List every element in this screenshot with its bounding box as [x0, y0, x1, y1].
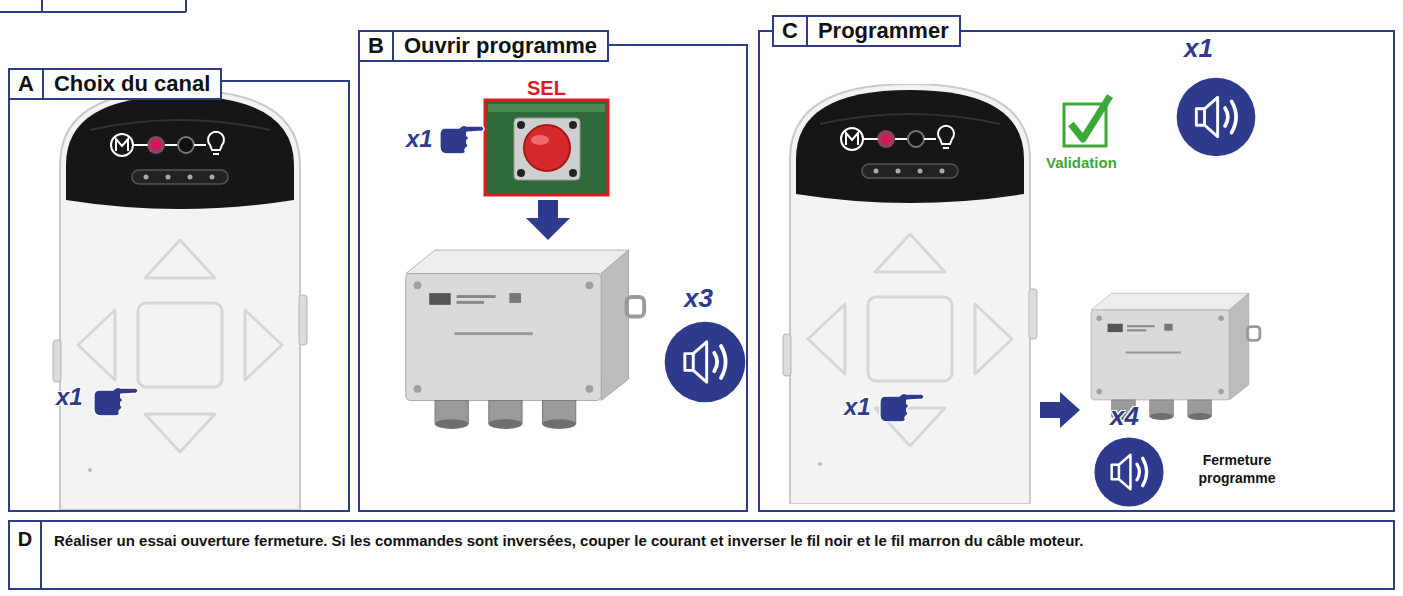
validation-check: [1071, 96, 1110, 139]
remote-a: [53, 90, 307, 510]
remote-c: [783, 84, 1037, 504]
instruction-text: Réaliser un essai ouverture fermeture. S…: [42, 522, 1096, 588]
sel-button: [524, 125, 570, 171]
remote-c: [783, 84, 1037, 504]
press-count: x1: [56, 382, 83, 412]
step-panel: CProgrammer: [758, 30, 1395, 512]
sel-button: [514, 118, 580, 180]
step-heading: AChoix du canal: [8, 68, 222, 100]
step-letter: D: [10, 522, 42, 588]
sel-button: [517, 121, 525, 129]
receiver-box: [406, 250, 644, 429]
right-arrow: [1040, 392, 1080, 428]
speaker-icon: [1094, 437, 1163, 506]
press-count: x1: [406, 124, 433, 154]
sel-button: [569, 121, 577, 129]
step-heading: BOuvrir programme: [358, 30, 609, 62]
step-panel: AChoix du canal: [8, 80, 350, 512]
step-title: Ouvrir programme: [394, 32, 607, 60]
step-letter: A: [10, 70, 44, 98]
step-letter: B: [360, 32, 394, 60]
sel-button: [569, 169, 577, 177]
pointing-hand: [94, 387, 138, 415]
press-count: x1: [1184, 32, 1213, 65]
pointing-hand: [880, 393, 924, 421]
step-heading: CProgrammer: [772, 15, 961, 47]
callout-text: SEL: [527, 76, 566, 101]
pointing-hand: [440, 125, 484, 153]
sel-button: [485, 100, 608, 195]
sel-button: [531, 135, 549, 145]
step-letter: C: [774, 17, 808, 45]
receiver-box: [1091, 293, 1260, 420]
validation-check: [1064, 96, 1110, 146]
note-band: DRéaliser un essai ouverture fermeture. …: [8, 520, 1395, 590]
down-arrow: [526, 200, 570, 240]
speaker-icon: [1177, 78, 1256, 157]
remote-a: [53, 90, 307, 510]
cropped-frame: [0, 0, 186, 12]
step-title: Programmer: [808, 17, 959, 45]
step-title: Choix du canal: [44, 70, 220, 98]
speaker-icon: [665, 322, 746, 403]
sel-button: [517, 169, 525, 177]
press-count: x4: [1110, 400, 1139, 433]
sel-button: [488, 104, 605, 112]
callout-text: Validation: [1046, 154, 1117, 173]
press-count: x1: [844, 392, 871, 422]
sel-button: [485, 100, 608, 195]
callout-text: Fermeture programme: [1182, 452, 1292, 487]
press-count: x3: [684, 282, 713, 315]
step-panel: BOuvrir programme: [358, 44, 748, 512]
